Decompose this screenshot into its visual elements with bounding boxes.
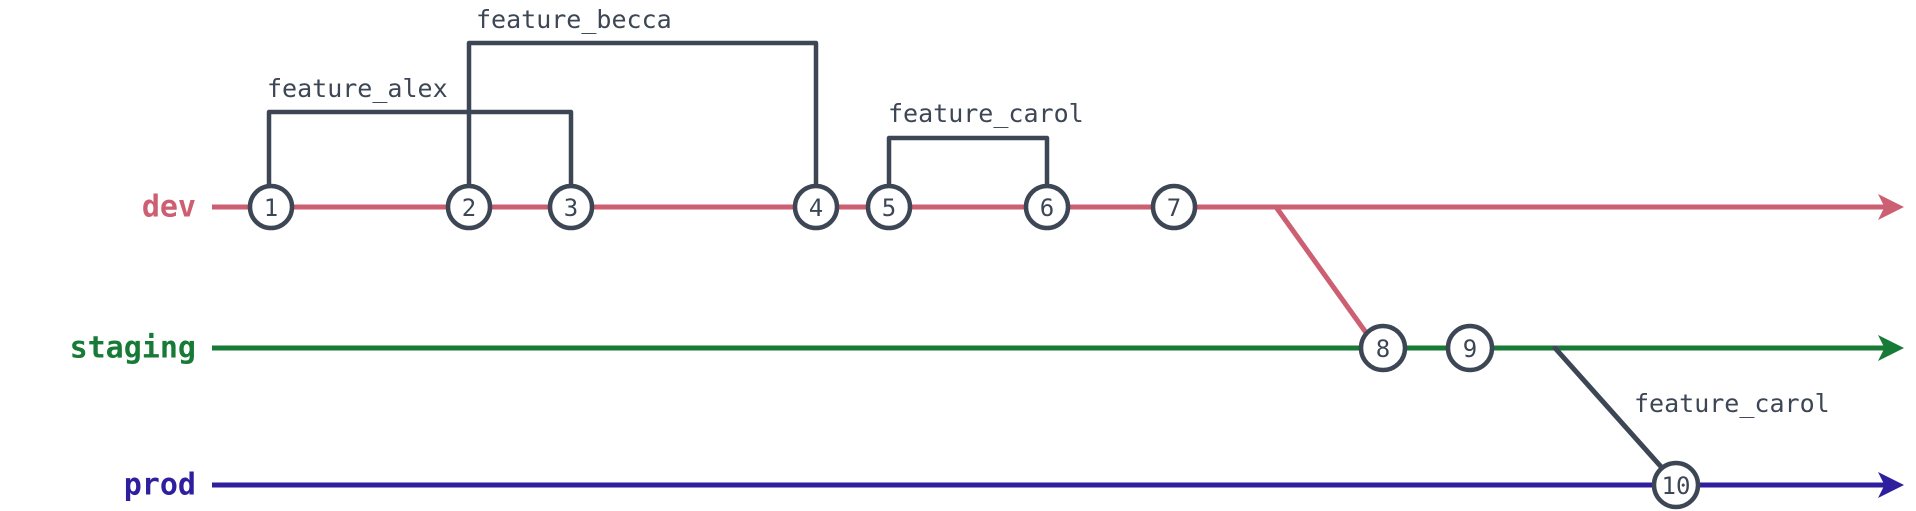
commit-number-10: 10 bbox=[1662, 472, 1691, 500]
commit-circle-1 bbox=[247, 183, 295, 231]
feature-bracket-carol bbox=[886, 135, 1050, 191]
commit-number-8: 8 bbox=[1376, 335, 1390, 363]
commit-number-1: 1 bbox=[264, 194, 278, 222]
merge-line-staging-to-prod bbox=[1552, 345, 1667, 473]
commit-circle-8 bbox=[1358, 323, 1408, 373]
commit-node-4[interactable]: 4 bbox=[792, 183, 840, 231]
commit-circle-6 bbox=[1023, 183, 1071, 231]
branch-label-dev: dev bbox=[142, 190, 196, 225]
commit-node-5[interactable]: 5 bbox=[865, 183, 913, 231]
commit-node-1[interactable]: 1 bbox=[247, 183, 295, 231]
commit-circle-5 bbox=[865, 183, 913, 231]
commit-node-6[interactable]: 6 bbox=[1023, 183, 1071, 231]
commit-circle-3 bbox=[547, 183, 595, 231]
commit-number-2: 2 bbox=[462, 194, 476, 222]
feature-bracket-becca bbox=[466, 40, 819, 191]
commit-number-5: 5 bbox=[882, 194, 896, 222]
commit-nodes-group: 1 2 3 4 5 6 7 8 9 10 bbox=[247, 183, 1701, 510]
feature-label-becca: feature_becca bbox=[476, 5, 672, 34]
commit-circle-10 bbox=[1651, 460, 1701, 510]
commit-node-2[interactable]: 2 bbox=[445, 183, 493, 231]
commit-node-7[interactable]: 7 bbox=[1150, 183, 1198, 231]
branch-labels-group: dev staging prod bbox=[70, 190, 196, 503]
merge-label-feature-carol: feature_carol bbox=[1634, 389, 1830, 418]
commit-number-3: 3 bbox=[564, 194, 578, 222]
feature-brackets-group: feature_alex feature_becca feature_carol bbox=[266, 5, 1084, 191]
commit-node-8[interactable]: 8 bbox=[1358, 323, 1408, 373]
commit-circle-9 bbox=[1445, 323, 1495, 373]
commit-number-6: 6 bbox=[1040, 194, 1054, 222]
merge-lines-group: feature_carol bbox=[1273, 204, 1830, 473]
commit-circle-7 bbox=[1150, 183, 1198, 231]
branch-label-prod: prod bbox=[124, 468, 196, 503]
commit-circle-4 bbox=[792, 183, 840, 231]
merge-line-dev-to-staging bbox=[1273, 204, 1370, 337]
branch-label-staging: staging bbox=[70, 331, 196, 366]
feature-label-carol: feature_carol bbox=[888, 99, 1084, 128]
feature-label-alex: feature_alex bbox=[267, 74, 448, 103]
feature-bracket-alex bbox=[266, 109, 574, 191]
commit-circle-2 bbox=[445, 183, 493, 231]
commit-node-3[interactable]: 3 bbox=[547, 183, 595, 231]
commit-number-7: 7 bbox=[1167, 194, 1181, 222]
commit-number-9: 9 bbox=[1463, 335, 1477, 363]
commit-node-10[interactable]: 10 bbox=[1651, 460, 1701, 510]
commit-node-9[interactable]: 9 bbox=[1445, 323, 1495, 373]
commit-number-4: 4 bbox=[809, 194, 823, 222]
